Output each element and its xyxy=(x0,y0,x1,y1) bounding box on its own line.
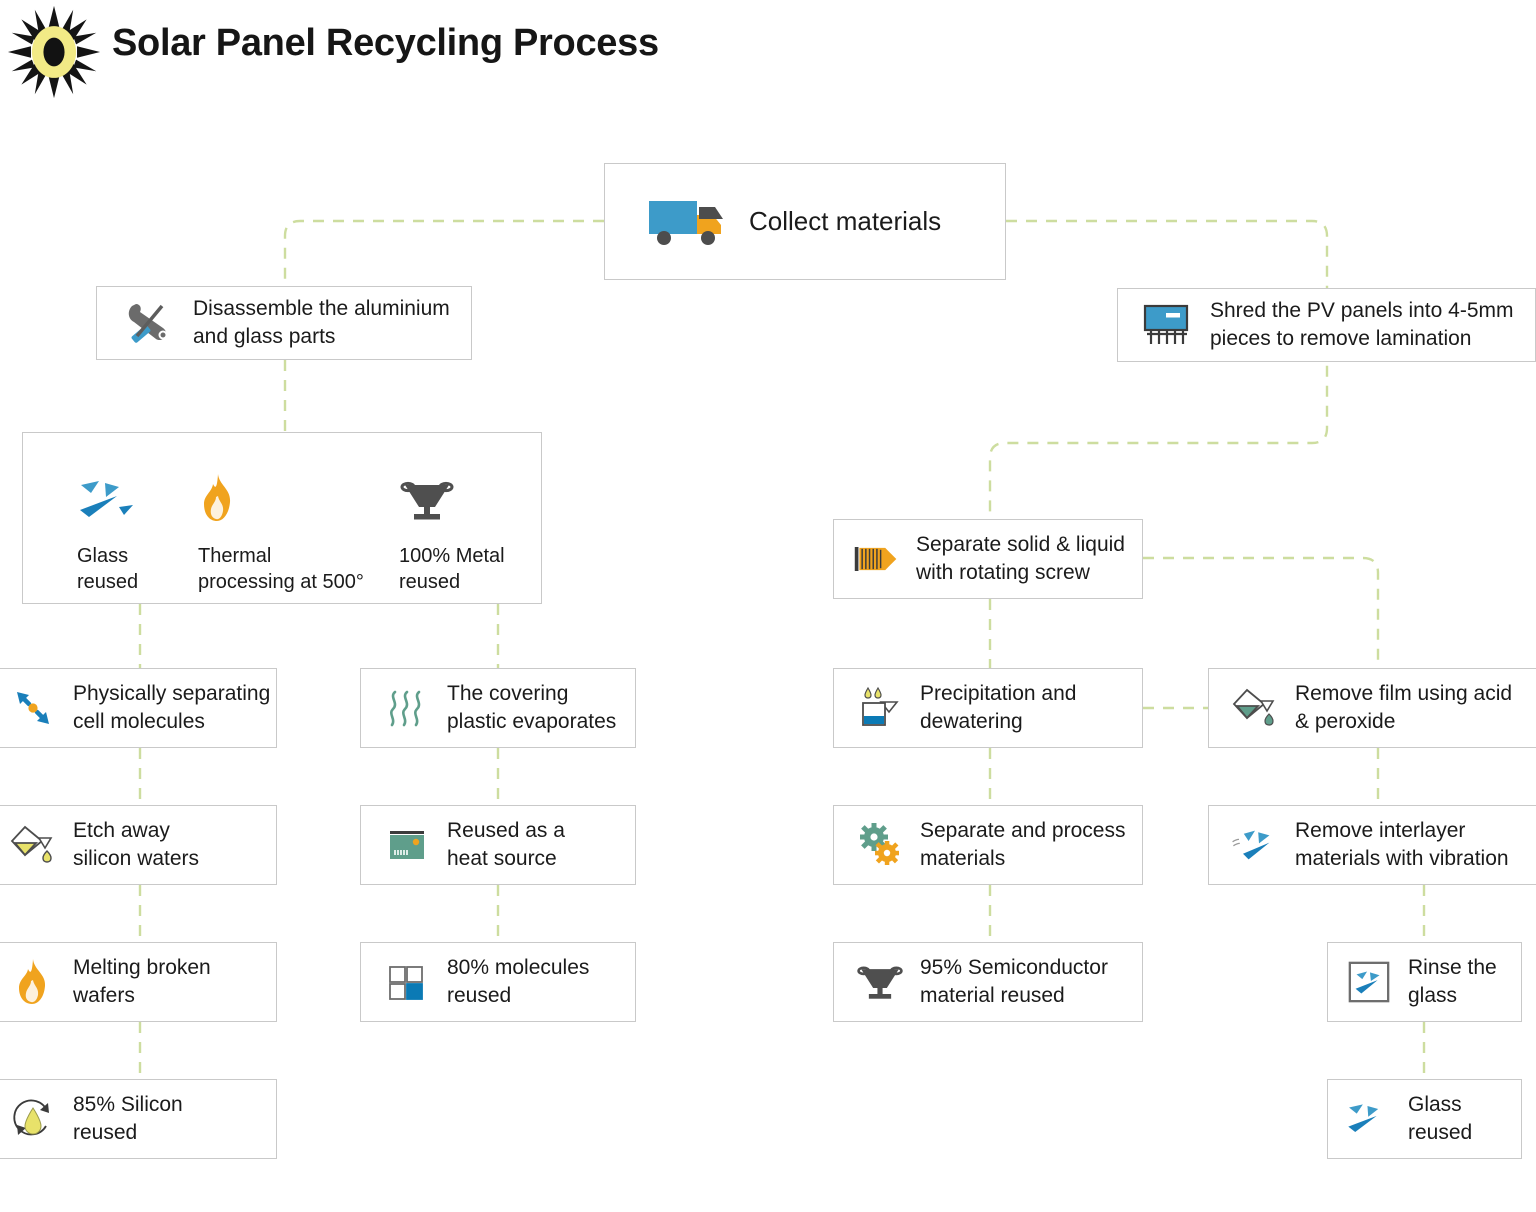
node-rinse-glass-label: Rinse the glass xyxy=(1408,956,1497,1007)
funnel-green-icon xyxy=(1231,684,1279,732)
node-collect-materials[interactable]: Collect materials xyxy=(604,163,1006,280)
connector-screw-to-film xyxy=(1143,556,1380,668)
screw-icon xyxy=(852,535,900,583)
node-precipitation-label: Precipitation and dewatering xyxy=(920,682,1077,733)
node-remove-film[interactable]: Remove film using acid & peroxide xyxy=(1208,668,1536,748)
framed-glass-shards-icon xyxy=(1346,959,1392,1005)
node-silicon-reused[interactable]: 85% Silicon reused xyxy=(0,1079,277,1159)
node-molecules-reused-label: 80% molecules reused xyxy=(447,956,590,1007)
output-metal: 100% Metal reused xyxy=(399,471,505,596)
glass-shards-icon xyxy=(77,471,138,523)
crucible-icon xyxy=(856,958,904,1006)
output-glass: Glass reused xyxy=(77,471,138,596)
node-semiconductor-reused-label: 95% Semiconductor material reused xyxy=(920,956,1108,1007)
node-heat-source[interactable]: Reused as a heat source xyxy=(360,805,636,885)
droplet-cycle-icon xyxy=(9,1095,57,1143)
double-arrow-icon xyxy=(9,684,57,732)
output-thermal: Thermal processing at 500° xyxy=(198,471,364,596)
node-separate-solid-liquid[interactable]: Separate solid & liquid with rotating sc… xyxy=(833,519,1143,599)
node-remove-interlayer-label: Remove interlayer materials with vibrati… xyxy=(1295,819,1509,870)
node-glass-reused[interactable]: Glass reused xyxy=(1327,1079,1522,1159)
output-glass-label: Glass reused xyxy=(77,545,139,594)
node-separate-solid-liquid-label: Separate solid & liquid with rotating sc… xyxy=(916,533,1125,584)
node-semiconductor-reused[interactable]: 95% Semiconductor material reused xyxy=(833,942,1143,1022)
flame-icon xyxy=(9,958,57,1006)
funnel-yellow-icon xyxy=(9,821,57,869)
node-plastic-evaporates-label: The covering plastic evaporates xyxy=(447,682,617,733)
output-thermal-label: Thermal processing at 500° xyxy=(198,545,364,594)
node-etch-away-label: Etch away silicon waters xyxy=(73,819,200,870)
node-physically-separating[interactable]: Physically separating cell molecules xyxy=(0,668,277,748)
connector-collect-to-disassemble xyxy=(283,219,604,286)
crucible-icon xyxy=(399,471,505,523)
gears-icon xyxy=(856,821,904,869)
heater-icon xyxy=(383,821,431,869)
node-outputs-panel: Glass reused Thermal processing at 500° xyxy=(22,432,542,604)
node-heat-source-label: Reused as a heat source xyxy=(447,819,565,870)
glass-shards-vibration-icon xyxy=(1231,821,1279,869)
quadrant-icon xyxy=(383,958,431,1006)
node-rinse-glass[interactable]: Rinse the glass xyxy=(1327,942,1522,1022)
node-silicon-reused-label: 85% Silicon reused xyxy=(73,1093,183,1144)
node-melting-wafers[interactable]: Melting broken wafers xyxy=(0,942,277,1022)
node-melting-wafers-label: Melting broken wafers xyxy=(73,956,211,1007)
node-plastic-evaporates[interactable]: The covering plastic evaporates xyxy=(360,668,636,748)
node-shred-label: Shred the PV panels into 4-5mm pieces to… xyxy=(1210,299,1514,350)
glass-shards-icon xyxy=(1346,1096,1392,1142)
node-separate-process-label: Separate and process materials xyxy=(920,819,1126,870)
node-disassemble-label: Disassemble the aluminium and glass part… xyxy=(193,297,450,348)
beaker-icon xyxy=(856,684,904,732)
node-physically-separating-label: Physically separating cell molecules xyxy=(73,682,271,733)
page-title: Solar Panel Recycling Process xyxy=(112,22,659,64)
sun-icon xyxy=(6,4,102,100)
flame-icon xyxy=(198,471,364,523)
node-precipitation[interactable]: Precipitation and dewatering xyxy=(833,668,1143,748)
node-glass-reused-label: Glass reused xyxy=(1408,1093,1473,1144)
node-remove-film-label: Remove film using acid & peroxide xyxy=(1295,682,1513,733)
node-remove-interlayer[interactable]: Remove interlayer materials with vibrati… xyxy=(1208,805,1536,885)
node-shred[interactable]: Shred the PV panels into 4-5mm pieces to… xyxy=(1117,288,1536,362)
node-molecules-reused[interactable]: 80% molecules reused xyxy=(360,942,636,1022)
node-disassemble[interactable]: Disassemble the aluminium and glass part… xyxy=(96,286,472,360)
vapor-waves-icon xyxy=(383,684,431,732)
output-metal-label: 100% Metal reused xyxy=(399,545,505,594)
node-collect-label: Collect materials xyxy=(749,206,942,237)
truck-icon xyxy=(647,193,731,251)
connector-collect-to-shred xyxy=(988,219,1329,519)
node-separate-process[interactable]: Separate and process materials xyxy=(833,805,1143,885)
node-etch-away[interactable]: Etch away silicon waters xyxy=(0,805,277,885)
tools-icon xyxy=(123,298,175,348)
shredder-icon xyxy=(1140,300,1192,350)
header: Solar Panel Recycling Process xyxy=(0,0,1536,110)
